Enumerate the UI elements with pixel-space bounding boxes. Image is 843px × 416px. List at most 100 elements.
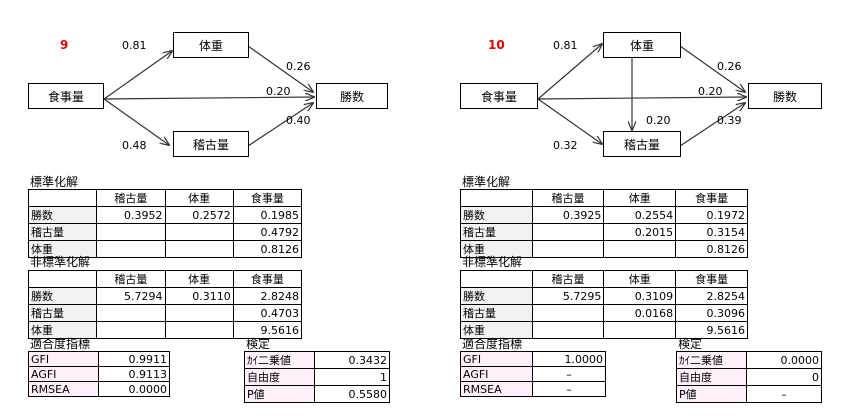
row-label: 自由度: [676, 368, 747, 386]
standardized-table: 稽古量 体重 食事量 勝数 0.3952 0.2572 0.1985 稽古量 0…: [27, 189, 303, 258]
row-label: 自由度: [244, 368, 315, 386]
table-cell: [164, 304, 234, 322]
node-wins: 勝数: [316, 83, 388, 109]
col-header: 稽古量: [96, 189, 166, 207]
row-label: 稽古量: [460, 223, 533, 241]
table-cell: 0.3110: [164, 287, 234, 305]
col-header: 体重: [603, 189, 677, 207]
node-weight: 体重: [173, 32, 249, 58]
row-label: P値: [244, 385, 315, 403]
coef-food-practice: 0.32: [553, 139, 578, 152]
table-cell: 5.7295: [531, 287, 605, 305]
row-label: 稽古量: [27, 304, 98, 322]
coef-weight-practice: 0.20: [646, 114, 671, 127]
model-number: 10: [488, 38, 505, 52]
table-cell: –: [746, 385, 822, 403]
row-label: 勝数: [27, 206, 98, 224]
col-header: 稽古量: [531, 189, 605, 207]
row-label: RMSEA: [28, 381, 99, 397]
node-practice: 稽古量: [603, 131, 681, 157]
test-title: 検定: [246, 337, 271, 351]
table-cell: 0.0000: [98, 381, 170, 397]
row-label: 稽古量: [460, 304, 533, 322]
table-cell: 0.1985: [232, 206, 303, 224]
unstandardized-title: 非標準化解: [30, 255, 91, 269]
coef-food-wins: 0.20: [698, 85, 723, 98]
arrow-weight-to-wins: [247, 45, 313, 92]
coef-food-weight: 0.81: [553, 39, 578, 52]
model-number: 9: [60, 38, 69, 52]
table-cell: 0.1972: [675, 206, 748, 224]
test-table: ｶｲ二乗値 0.0000 自由度 0 P値 –: [676, 351, 822, 403]
table-cell: 0.4703: [232, 304, 303, 322]
test-title: 検定: [678, 337, 703, 351]
table-cell: [531, 223, 605, 241]
arrow-food-to-wins: [103, 97, 314, 99]
fit-index-title: 適合度指標: [462, 337, 523, 351]
table-cell: [164, 321, 234, 339]
corner-cell: [27, 189, 98, 207]
row-label: 体重: [460, 240, 533, 258]
table-cell: 0.2015: [603, 223, 677, 241]
coef-food-wins: 0.20: [266, 85, 291, 98]
table-cell: 0.8126: [232, 240, 303, 258]
table-cell: 0.3109: [603, 287, 677, 305]
col-header: 食事量: [675, 189, 748, 207]
col-header: 食事量: [232, 270, 303, 288]
row-label: 体重: [27, 240, 98, 258]
node-wins: 勝数: [748, 83, 822, 109]
col-header: 稽古量: [96, 270, 166, 288]
arrow-food-to-practice: [103, 98, 169, 145]
node-food: 食事量: [28, 83, 104, 109]
col-header: 体重: [164, 189, 234, 207]
standardized-table: 稽古量 体重 食事量 勝数 0.3925 0.2554 0.1972 稽古量 0…: [460, 189, 748, 258]
table-cell: 0.3952: [96, 206, 166, 224]
table-cell: 0.9113: [98, 366, 170, 382]
test-table: ｶｲ二乗値 0.3432 自由度 1 P値 0.5580: [244, 351, 390, 403]
fit-index-title: 適合度指標: [30, 337, 91, 351]
corner-cell: [460, 189, 533, 207]
row-label: P値: [676, 385, 747, 403]
table-cell: 5.7294: [96, 287, 166, 305]
unstandardized-title: 非標準化解: [462, 255, 523, 269]
standardized-title: 標準化解: [30, 175, 79, 189]
coef-food-practice: 0.48: [122, 139, 147, 152]
table-cell: 2.8254: [675, 287, 748, 305]
table-cell: 0.4792: [232, 223, 303, 241]
table-cell: [603, 321, 677, 339]
unstandardized-table: 稽古量 体重 食事量 勝数 5.7295 0.3109 2.8254 稽古量 0…: [460, 270, 748, 339]
node-food: 食事量: [460, 83, 538, 109]
table-cell: 0.2572: [164, 206, 234, 224]
table-cell: [531, 321, 605, 339]
table-cell: 0.3096: [675, 304, 748, 322]
row-label: GFI: [28, 351, 99, 367]
table-cell: –: [532, 366, 606, 382]
table-cell: 1: [314, 368, 390, 386]
row-label: AGFI: [460, 366, 533, 382]
table-cell: [96, 304, 166, 322]
table-cell: [164, 223, 234, 241]
path-diagram-arrows: [537, 0, 843, 147]
table-cell: 0.3154: [675, 223, 748, 241]
table-cell: [531, 240, 605, 258]
col-header: 体重: [603, 270, 677, 288]
arrow-food-to-weight: [103, 51, 172, 100]
row-label: RMSEA: [460, 381, 533, 397]
node-weight: 体重: [603, 32, 681, 58]
table-cell: [531, 304, 605, 322]
table-cell: 0.8126: [675, 240, 748, 258]
row-label: 勝数: [27, 287, 98, 305]
table-cell: 0.0168: [603, 304, 677, 322]
table-cell: [96, 321, 166, 339]
fit-index-table: GFI 0.9911 AGFI 0.9113 RMSEA 0.0000: [28, 351, 170, 397]
table-cell: 9.5616: [232, 321, 303, 339]
table-cell: 0.2554: [603, 206, 677, 224]
table-cell: 1.0000: [532, 351, 606, 367]
node-practice: 稽古量: [173, 131, 249, 157]
fit-index-table: GFI 1.0000 AGFI – RMSEA –: [460, 351, 606, 397]
corner-cell: [460, 270, 533, 288]
row-label: 勝数: [460, 206, 533, 224]
corner-cell: [27, 270, 98, 288]
col-header: 食事量: [675, 270, 748, 288]
table-cell: [603, 240, 677, 258]
